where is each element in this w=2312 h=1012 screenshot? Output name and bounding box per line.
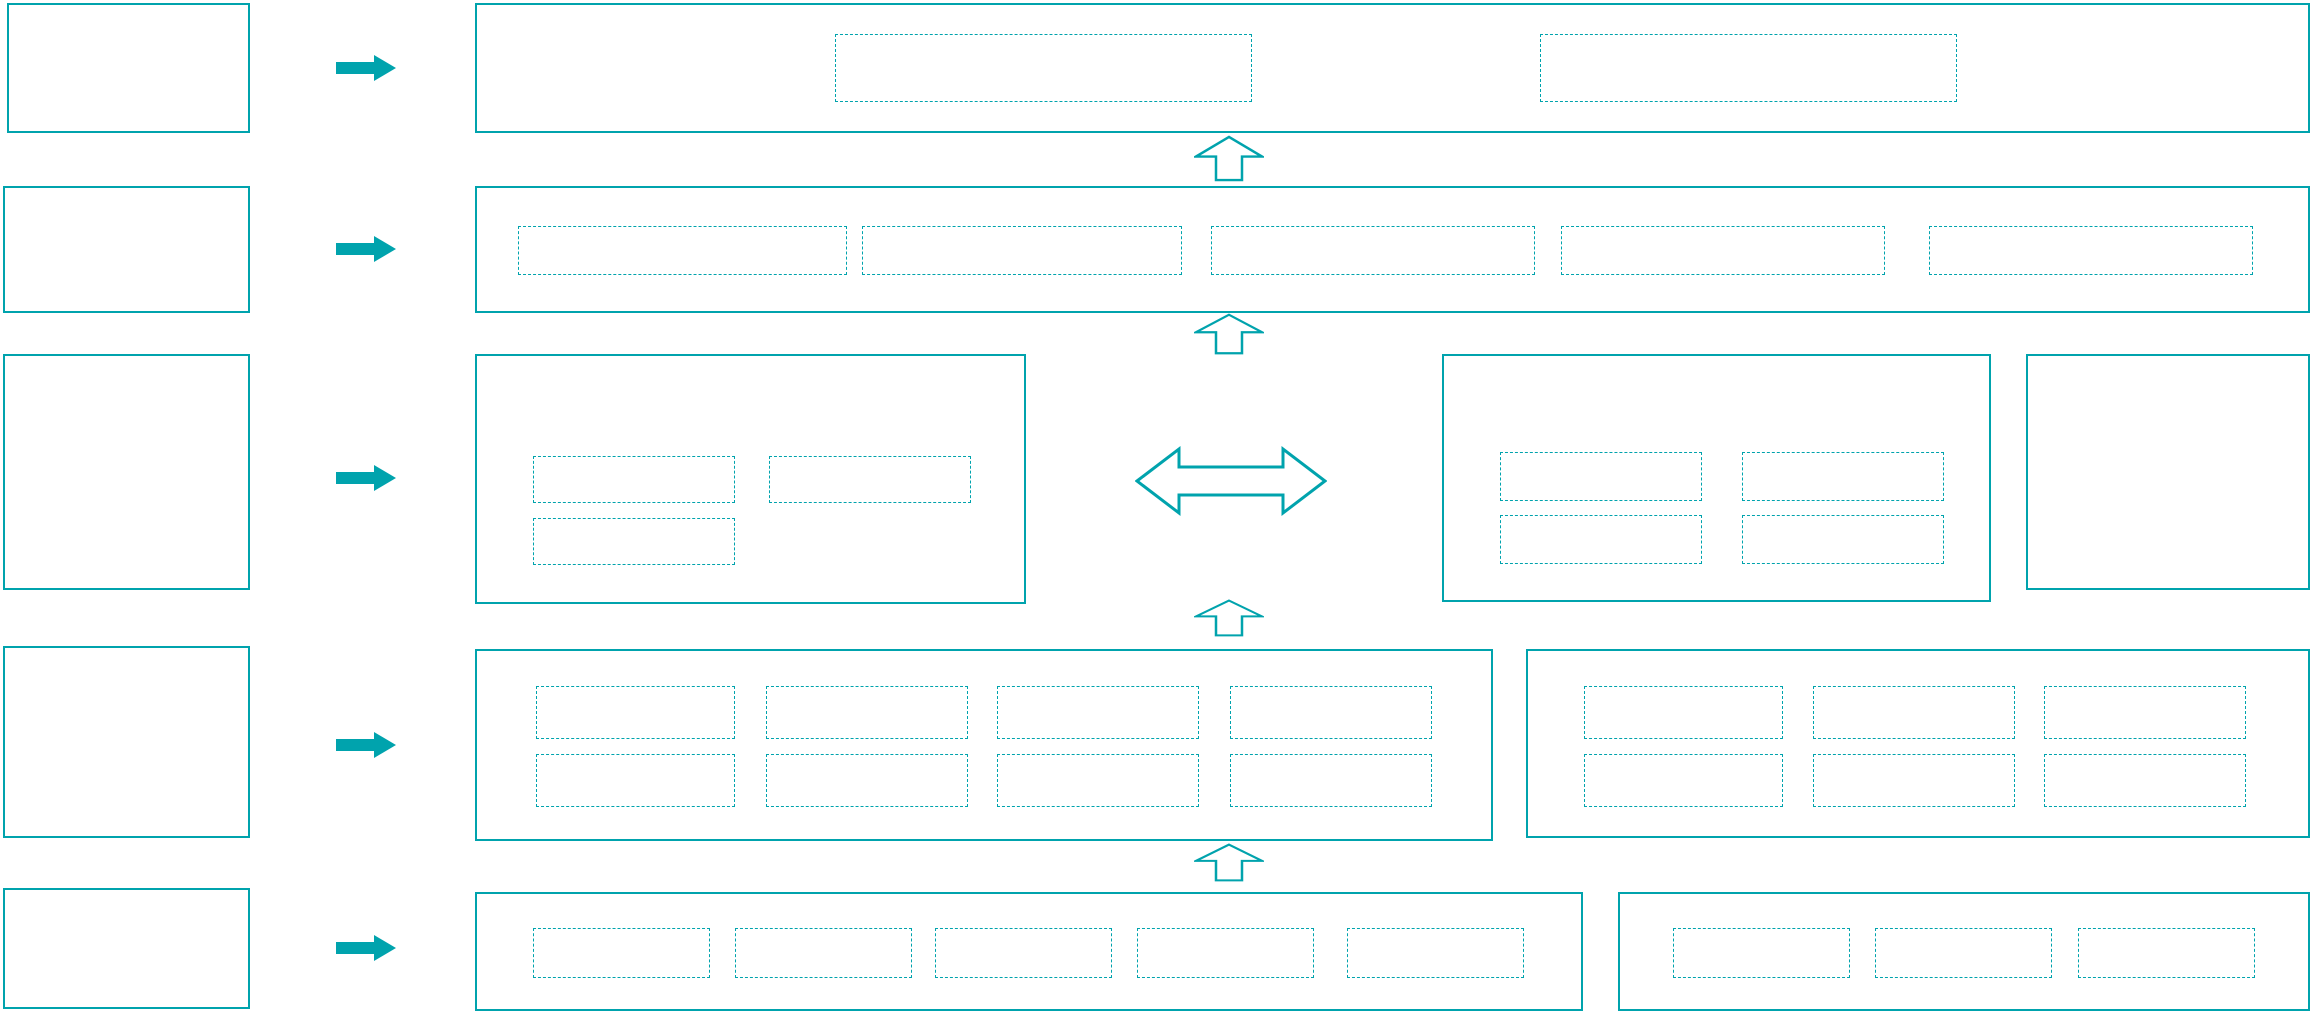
placeholder-box (997, 686, 1199, 739)
placeholder-box (1742, 452, 1944, 501)
placeholder-box (1500, 452, 1702, 501)
placeholder-box (1347, 928, 1524, 978)
placeholder-box (536, 754, 735, 807)
placeholder-box (1584, 686, 1783, 739)
layer-5-label-box (3, 888, 250, 1009)
placeholder-box (1584, 754, 1783, 807)
placeholder-box (1500, 515, 1702, 564)
placeholder-box (518, 226, 847, 275)
placeholder-box (1137, 928, 1314, 978)
layer-2-container (475, 186, 2310, 313)
layer-4-left-container (475, 649, 1493, 841)
layer-4-label-box (3, 646, 250, 838)
placeholder-box (835, 34, 1252, 102)
placeholder-box (2044, 686, 2246, 739)
placeholder-box (1540, 34, 1957, 102)
placeholder-box (533, 518, 735, 565)
arrow-up-icon (1194, 313, 1264, 355)
layer-5-right-container (1618, 892, 2310, 1011)
placeholder-box (766, 754, 968, 807)
placeholder-box (769, 456, 971, 503)
placeholder-box (533, 456, 735, 503)
placeholder-box (735, 928, 912, 978)
layer-1-container (475, 3, 2310, 133)
layer-2-label-box (3, 186, 250, 313)
layer-3-side-container (2026, 354, 2310, 590)
placeholder-box (935, 928, 1112, 978)
placeholder-box (1742, 515, 1944, 564)
placeholder-box (1561, 226, 1885, 275)
layer-3-label-box (3, 354, 250, 590)
placeholder-box (862, 226, 1182, 275)
arrow-right-icon (336, 732, 396, 758)
layer-3-right-container (1442, 354, 1991, 602)
placeholder-box (997, 754, 1199, 807)
layer-5-left-container (475, 892, 1583, 1011)
arrow-right-icon (336, 236, 396, 262)
placeholder-box (1211, 226, 1535, 275)
placeholder-box (536, 686, 735, 739)
placeholder-box (2044, 754, 2246, 807)
placeholder-box (1673, 928, 1850, 978)
placeholder-box (766, 686, 968, 739)
placeholder-box (533, 928, 710, 978)
arrow-left-right-icon (1135, 437, 1327, 525)
arrow-up-icon (1194, 599, 1264, 637)
arrow-right-icon (336, 55, 396, 81)
arrow-right-icon (336, 935, 396, 961)
placeholder-box (1929, 226, 2253, 275)
placeholder-box (2078, 928, 2255, 978)
placeholder-box (1230, 754, 1432, 807)
layer-1-label-box (7, 3, 250, 133)
layer-3-left-container (475, 354, 1026, 604)
arrow-up-icon (1194, 135, 1264, 182)
placeholder-box (1813, 686, 2015, 739)
placeholder-box (1230, 686, 1432, 739)
layer-4-right-container (1526, 649, 2310, 838)
arrow-right-icon (336, 465, 396, 491)
placeholder-box (1875, 928, 2052, 978)
placeholder-box (1813, 754, 2015, 807)
arrow-up-icon (1194, 843, 1264, 882)
